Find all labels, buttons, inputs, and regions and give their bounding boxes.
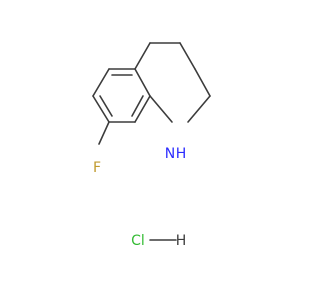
bond-c2-c1: [194, 68, 211, 97]
benzene-ring: [92, 68, 151, 123]
piperidine-ring: [134, 42, 211, 123]
salt-hydrogen-label: H: [176, 233, 187, 249]
nitrogen-label: N: [165, 146, 175, 162]
bond-c5-c6: [92, 68, 110, 97]
bond-c1-n: [187, 95, 211, 123]
chlorine-label: Cl: [131, 233, 145, 249]
double-bond-c6-c7: [99, 95, 113, 117]
hydrogen-on-nitrogen-label: H: [176, 146, 187, 162]
molecule-drawing: N H F Cl H: [92, 42, 211, 249]
structure-canvas: N H F Cl H: [92, 42, 211, 249]
bond-n-c8a: [149, 95, 173, 123]
bond-c3-c2: [179, 42, 196, 70]
bond-c8a-c4a: [134, 68, 151, 97]
bond-c6-c7: [92, 95, 110, 123]
bond-c8-c8a: [134, 95, 151, 123]
bond-c4a-c4: [134, 42, 151, 70]
bond-c8-f: [98, 121, 110, 145]
double-bond-c8-c8a: [131, 95, 144, 117]
fluorine-label: F: [93, 160, 101, 176]
